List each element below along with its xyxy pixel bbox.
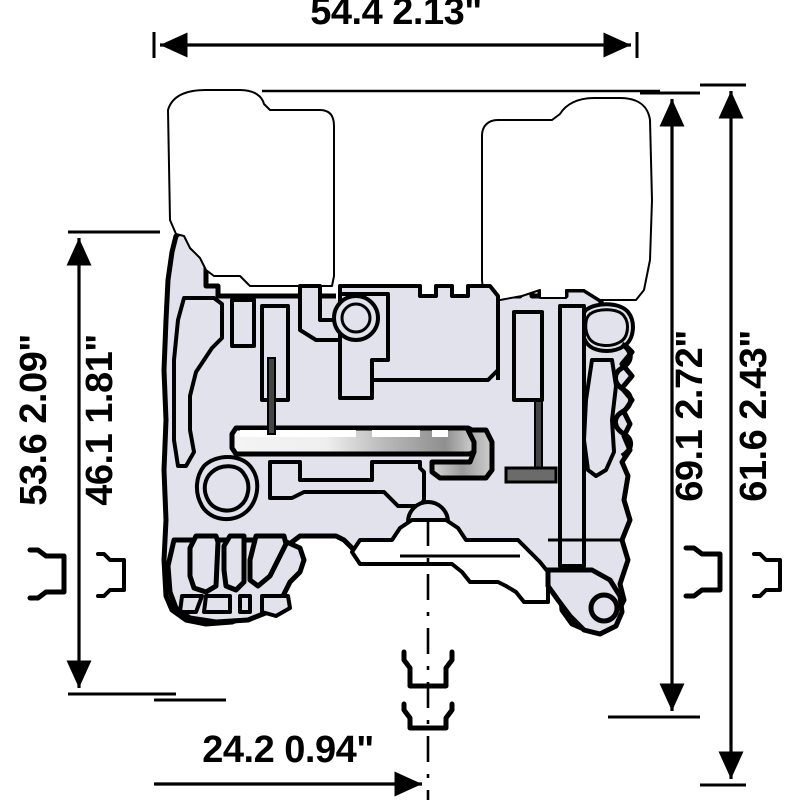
terminal-block-body bbox=[161, 89, 660, 637]
busbar-notch-b bbox=[432, 430, 448, 437]
left-foot-rib-block bbox=[165, 533, 307, 625]
dimension-right-outer: 61.6 2.43" bbox=[700, 83, 782, 787]
busbar-notch-a bbox=[372, 430, 420, 437]
dim-label-right-inner: 69.1 2.72" bbox=[669, 330, 711, 502]
keyhole-inner bbox=[202, 464, 251, 513]
right-column-rib bbox=[558, 304, 586, 568]
din-rail-symbol-right-inner bbox=[683, 545, 723, 599]
dimension-left-inner: 46.1 1.81" bbox=[66, 230, 176, 696]
keyhole-pocket bbox=[195, 455, 260, 522]
right-foot-hook bbox=[545, 567, 625, 637]
upper-right-chamber bbox=[481, 97, 653, 301]
lower-center-pocket bbox=[268, 460, 426, 508]
right-serrated-edge bbox=[613, 341, 633, 459]
upper-middle-cavity bbox=[336, 108, 480, 300]
dimension-left-outer: 53.6 2.09" bbox=[13, 334, 67, 601]
dimension-bottom: 24.2 0.94" bbox=[154, 698, 422, 797]
right-column-rib-2 bbox=[512, 310, 544, 402]
busbar-right-leg bbox=[429, 427, 495, 481]
left-inner-pocket-1 bbox=[172, 296, 224, 468]
foot-micro-slot-d bbox=[260, 594, 292, 618]
contact-pin-left bbox=[267, 357, 276, 435]
dim-label-left-inner: 46.1 1.81" bbox=[79, 334, 121, 506]
left-rib-vertical bbox=[230, 298, 256, 348]
dim-label-bottom: 24.2 0.94" bbox=[202, 729, 374, 771]
busbar-top-highlight bbox=[240, 430, 356, 437]
busbar-conductor bbox=[229, 425, 495, 481]
right-foot-hole bbox=[588, 592, 620, 624]
upper-left-chamber bbox=[167, 89, 335, 287]
din-rail-profile-symbols-bottom bbox=[401, 649, 455, 731]
dimension-top: 54.4 2.13" bbox=[152, 0, 639, 58]
right-oval-inner bbox=[584, 308, 629, 347]
dim-label-right-outer: 61.6 2.43" bbox=[733, 330, 775, 502]
foot-slot-2 bbox=[221, 533, 247, 593]
foot-slot-3 bbox=[247, 533, 289, 589]
din-rail-symbol-left-inner bbox=[96, 552, 126, 598]
din-rail-ts35x15-profile-bottom bbox=[401, 649, 455, 689]
din-rail-ts35x7.5-profile-bottom bbox=[401, 701, 455, 731]
clamp-screw-inner bbox=[340, 302, 372, 334]
dim-label-left-outer: 53.6 2.09" bbox=[13, 334, 55, 506]
din-rail-symbol-left-outer bbox=[27, 547, 67, 601]
right-inner-pocket bbox=[582, 358, 618, 478]
foot-micro-slot-b bbox=[202, 594, 232, 614]
dim-label-top: 54.4 2.13" bbox=[310, 0, 482, 33]
contact-pin-right-foot bbox=[504, 466, 558, 484]
foot-micro-slot-a bbox=[178, 594, 204, 614]
foot-micro-slot-c bbox=[238, 594, 252, 614]
clamp-screw-assembly bbox=[332, 292, 390, 400]
din-rail-symbol-right-outer bbox=[752, 552, 782, 598]
foot-slot-1 bbox=[187, 533, 221, 595]
